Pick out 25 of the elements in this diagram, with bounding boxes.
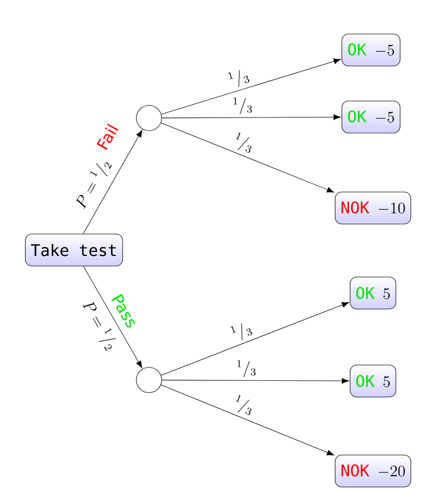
edge-label: ${}^1/_3$ — [236, 132, 252, 153]
outcome-box: OK $-5$ — [342, 100, 400, 134]
arrow — [161, 58, 341, 114]
arrow — [160, 384, 334, 456]
outcome-box: NOK $-20$ — [334, 454, 412, 488]
edge-label: ${}^1/_3$ — [236, 395, 252, 415]
edge-label: ${}^1/_3$ — [234, 97, 252, 114]
probability-label: $P = {}^1/_2$ — [76, 162, 112, 210]
arrow — [83, 266, 142, 368]
arrow — [162, 378, 350, 384]
chance-node — [136, 367, 162, 393]
arrow — [82, 130, 142, 234]
edge-label: ${}^1/_3$ — [228, 70, 250, 87]
arrow — [160, 302, 350, 376]
outcome-box: NOK $-10$ — [334, 192, 412, 224]
arrow — [162, 114, 341, 120]
edge-label: Fail — [96, 124, 118, 150]
chance-node — [136, 105, 162, 131]
edge-label: ${}^1/_3$ — [237, 360, 256, 378]
outcome-box: OK $5$ — [350, 364, 396, 398]
edge-label: ${}^1/_3$ — [230, 323, 252, 340]
decision-box: Take test — [25, 234, 123, 266]
arrow — [160, 122, 334, 193]
outcome-box: OK $-5$ — [342, 34, 400, 66]
outcome-box: OK $5$ — [350, 276, 396, 310]
